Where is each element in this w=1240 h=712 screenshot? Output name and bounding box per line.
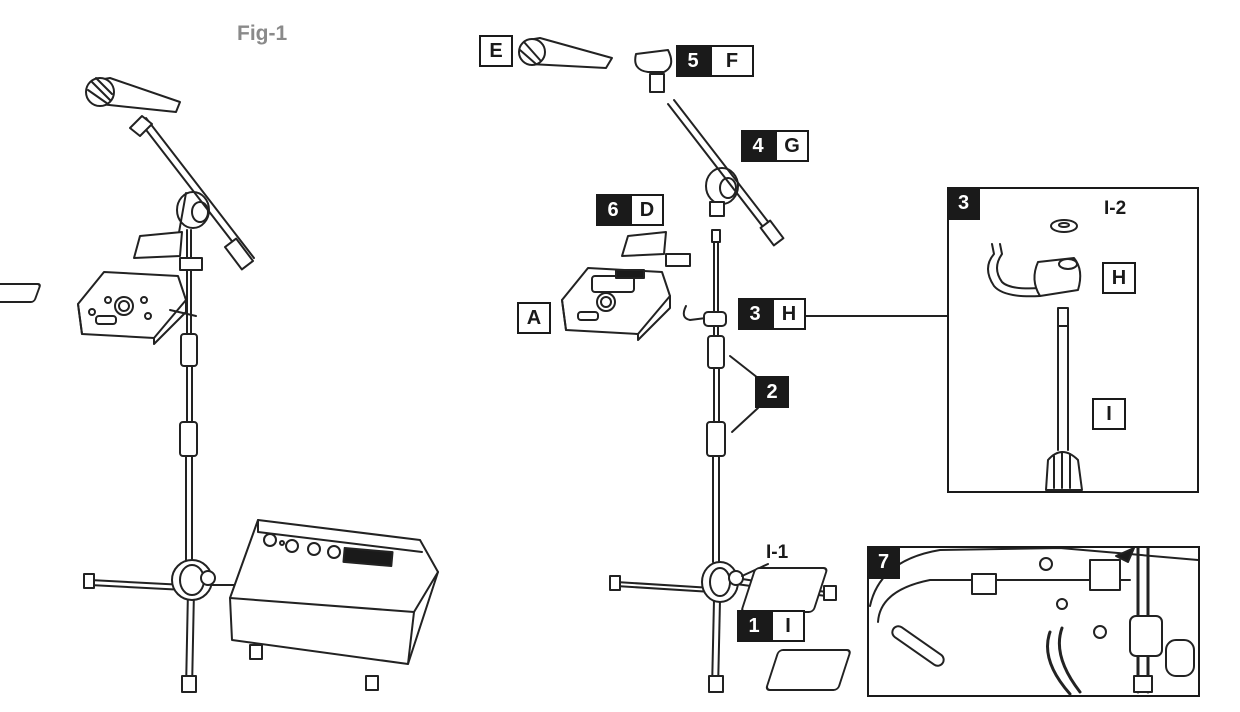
- figure-title: Fig-1: [237, 22, 288, 45]
- callout-5-step: 5: [676, 45, 710, 77]
- callout-f-letter: F: [710, 45, 754, 77]
- callout-a-letter: A: [517, 302, 551, 334]
- callout-a: A: [517, 302, 551, 334]
- assembled-stand-illustration: [0, 77, 439, 693]
- detail-3-i-letter: I: [1092, 398, 1126, 430]
- callout-i1: I-1: [766, 542, 789, 563]
- callout-4-g: 4 G: [741, 130, 809, 162]
- callout-6-step: 6: [596, 194, 630, 226]
- detail-3-i-callout: I: [1092, 398, 1126, 430]
- detail-7-badge: 7: [867, 546, 900, 579]
- detail-3-h-letter: H: [1102, 262, 1136, 294]
- callout-e: E: [479, 35, 513, 67]
- detail-7-panel: [867, 546, 1200, 697]
- callout-d-letter: D: [630, 194, 664, 226]
- detail-3-h-callout: H: [1102, 262, 1136, 294]
- callout-5-f: 5 F: [676, 45, 754, 77]
- detail-3-illustration: [987, 219, 1083, 491]
- detail-3-i2-label: I-2: [1104, 198, 1127, 219]
- callout-e-letter: E: [479, 35, 513, 67]
- callout-i-letter: I: [771, 610, 805, 642]
- callout-3-h: 3 H: [738, 298, 806, 330]
- callout-2: 2: [755, 376, 789, 408]
- callout-3-step: 3: [738, 298, 772, 330]
- callout-6-d: 6 D: [596, 194, 664, 226]
- detail-7-illustration: [741, 546, 1199, 696]
- exploded-view-illustration: [518, 37, 949, 693]
- callout-4-step: 4: [741, 130, 775, 162]
- callout-g-letter: G: [775, 130, 809, 162]
- callout-2-step: 2: [755, 376, 789, 408]
- callout-h-letter: H: [772, 298, 806, 330]
- callout-1-i: 1 I: [737, 610, 805, 642]
- callout-1-step: 1: [737, 610, 771, 642]
- detail-3-panel: [947, 187, 1199, 493]
- detail-3-badge: 3: [947, 187, 980, 220]
